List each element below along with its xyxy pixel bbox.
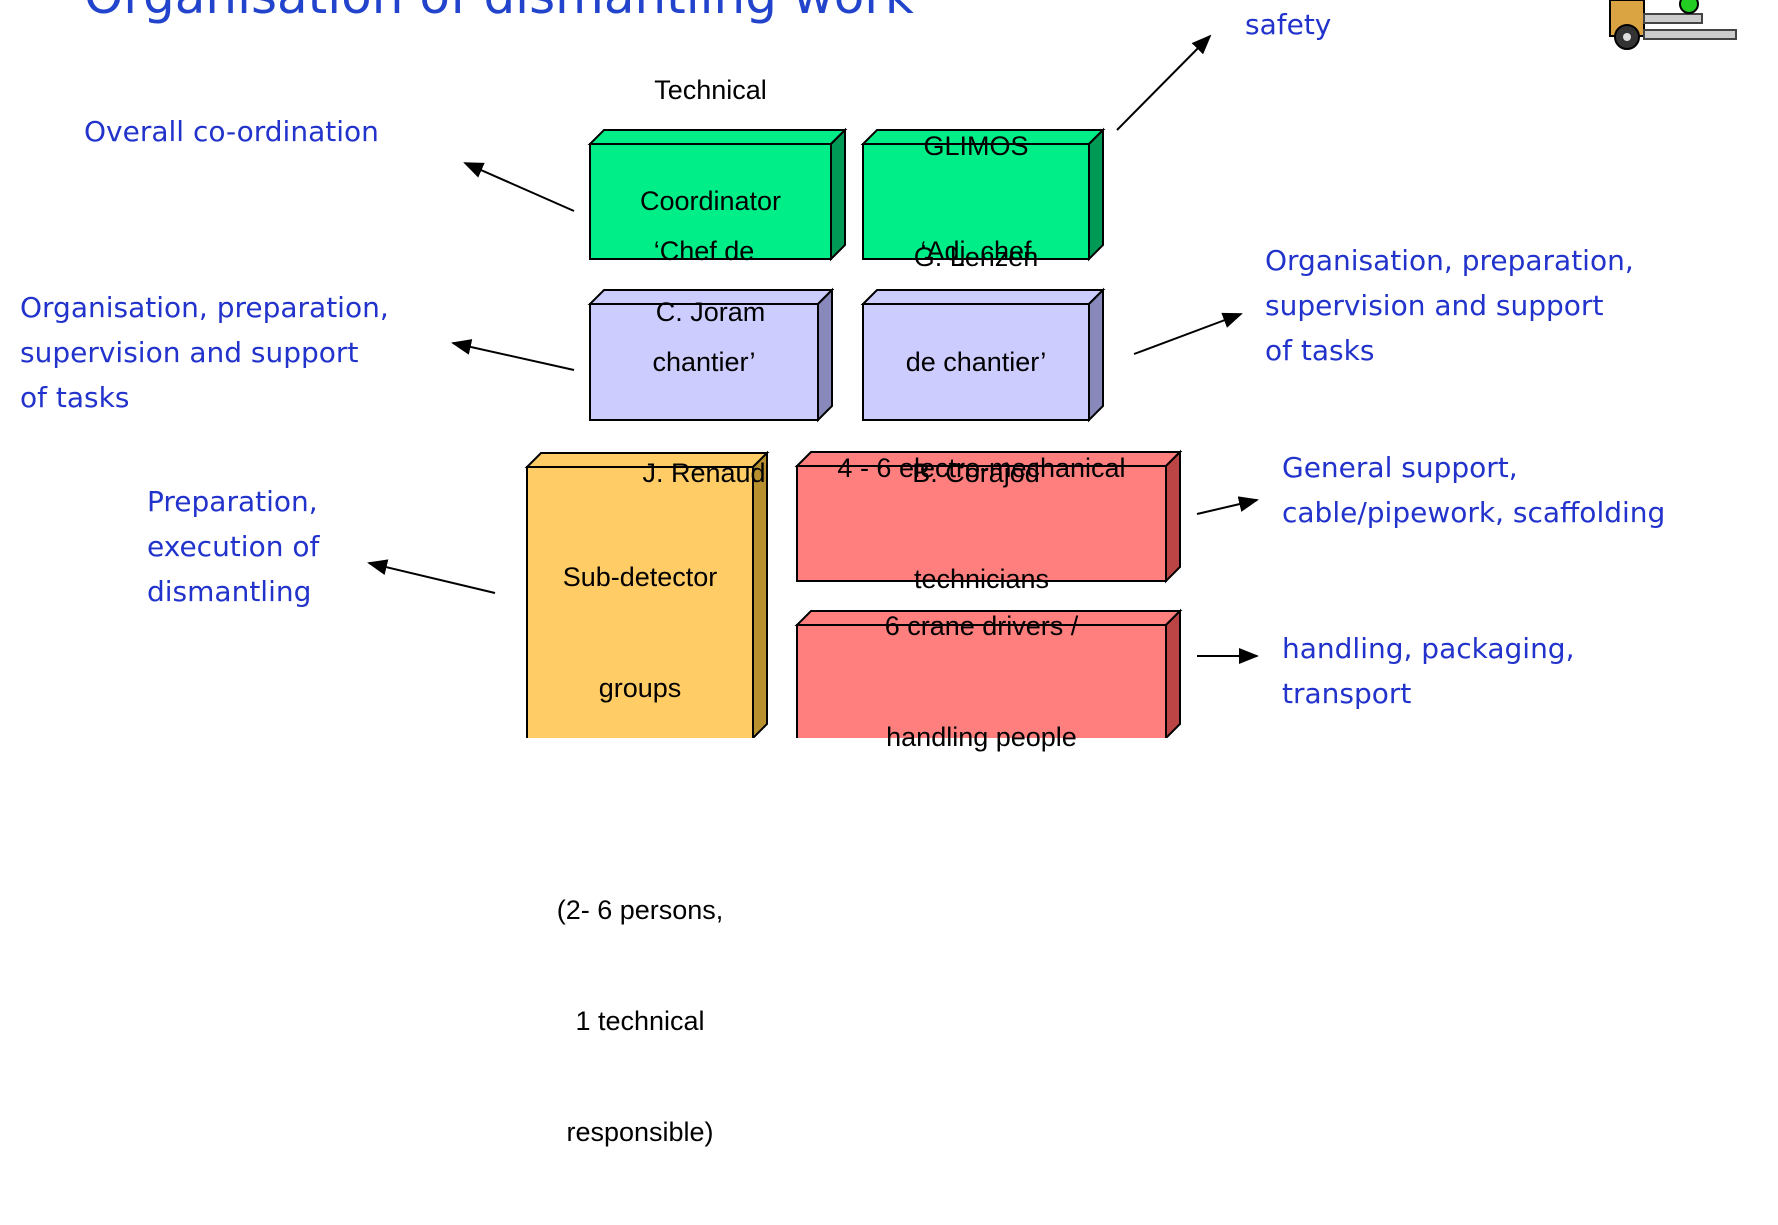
- box-line: ‘Chef de: [653, 235, 755, 266]
- arrow-safety: [1116, 34, 1212, 131]
- box-line: 4 - 6 electro-mechanical: [837, 452, 1126, 483]
- box-line: G. Lenzen: [913, 241, 1039, 272]
- crane-drivers-box: [794, 608, 1183, 738]
- note-handling: handling, packaging, transport: [1282, 632, 1575, 710]
- adj-chef-de-chantier-box: [860, 287, 1106, 423]
- box-line: handling people: [886, 721, 1077, 752]
- note-safety: safety: [1245, 8, 1332, 41]
- page-title: Organisation of dismantling work: [84, 0, 914, 26]
- pallet-truck-icon: [1609, 0, 1737, 50]
- arrow-general-support: [1196, 496, 1259, 515]
- chef-de-chantier-label: ‘Chef de chantier’ J. Renaud: [590, 236, 818, 488]
- box-line: J. Renaud: [642, 457, 766, 488]
- note-organisation-left: Organisation, preparation, supervision a…: [20, 291, 389, 414]
- arrow-preparation: [367, 559, 496, 594]
- box-line: [557, 781, 724, 818]
- note-overall-coordination: Overall co-ordination: [84, 115, 379, 148]
- chef-de-chantier-box: [587, 287, 835, 423]
- electro-mechanical-label: 4 - 6 electro-mechanical technicians: [797, 453, 1166, 594]
- diagram-canvas: [367, 0, 1737, 738]
- arrow-org-left: [451, 339, 575, 371]
- box-line: ‘Adj. chef: [920, 235, 1032, 266]
- box-line: (2- 6 persons,: [556, 895, 724, 925]
- sub-detector-groups-label: Sub-detector groups (2- 6 persons, 1 tec…: [527, 485, 753, 1147]
- box-line: 6 crane drivers /: [884, 610, 1079, 641]
- electro-mechanical-box: [794, 449, 1183, 584]
- glimos-label: GLIMOS G. Lenzen: [863, 131, 1089, 272]
- technical-coordinator-label: Technical Coordinator C. Joram: [590, 75, 831, 327]
- box-line: GLIMOS: [923, 130, 1029, 161]
- note-preparation: Preparation, execution of dismantling: [147, 485, 320, 608]
- arrow-overall-coordination: [463, 162, 575, 212]
- sub-detector-groups-box: [524, 450, 770, 738]
- adj-chef-de-chantier-label: ‘Adj. chef de chantier’ B. Corajod: [863, 236, 1089, 488]
- box-line: technicians: [913, 563, 1050, 594]
- note-organisation-right: Organisation, preparation, supervision a…: [1265, 244, 1634, 367]
- box-line: responsible): [566, 1117, 714, 1147]
- glimos-box: [860, 127, 1106, 262]
- arrow-org-right: [1133, 312, 1243, 355]
- box-line: B. Corajod: [912, 457, 1040, 488]
- note-general-support: General support, cable/pipework, scaffol…: [1282, 451, 1666, 529]
- box-line: Technical: [654, 75, 767, 105]
- box-line: Sub-detector: [562, 562, 718, 592]
- box-line: chantier’: [652, 346, 756, 377]
- box-line: 1 technical: [575, 1006, 705, 1036]
- technical-coordinator-box: [587, 127, 848, 262]
- box-line: groups: [598, 673, 682, 703]
- box-line: Coordinator: [639, 186, 782, 216]
- box-line: de chantier’: [905, 346, 1047, 377]
- crane-drivers-label: 6 crane drivers / handling people: [797, 611, 1166, 752]
- box-line: C. Joram: [655, 297, 766, 327]
